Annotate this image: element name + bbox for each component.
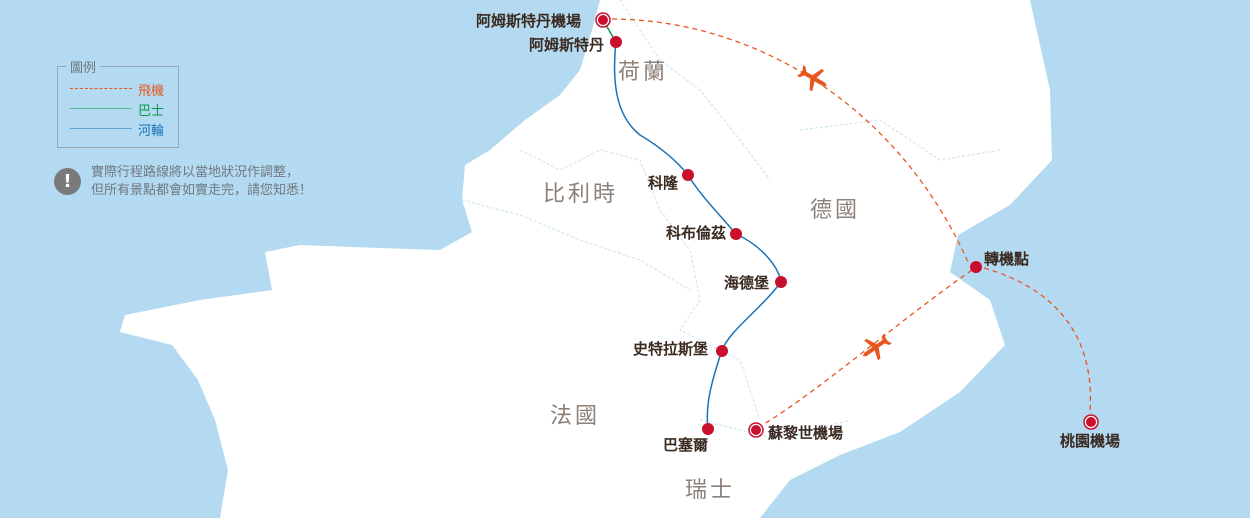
country-switzerland: 瑞士	[685, 478, 736, 503]
legend-label: 河輪	[138, 124, 165, 139]
flight-route-2	[763, 269, 973, 425]
legend-bus: 巴士	[70, 100, 175, 119]
legend-label: 飛機	[138, 84, 165, 99]
label-amsterdam: 阿姆斯特丹	[529, 36, 605, 54]
label-basel: 巴塞爾	[663, 436, 709, 454]
country-germany: 德國	[810, 198, 861, 223]
label-transfer: 轉機點	[984, 250, 1030, 268]
legend-river: 河輪	[70, 120, 175, 139]
exclamation-icon: !	[54, 168, 81, 195]
plane-icon	[862, 333, 892, 361]
country-france: 法國	[550, 404, 601, 429]
flight-line-swatch	[70, 88, 132, 89]
country-netherlands: 荷蘭	[618, 60, 669, 85]
borders	[461, 0, 1001, 441]
note-line-1: 實際行程路線將以當地狀況作調整，	[91, 165, 300, 180]
legend-flight: 飛機	[70, 80, 175, 99]
plane-icon	[797, 65, 827, 92]
legend-label: 巴士	[138, 104, 165, 119]
note-line-2: 但所有景點都會如實走完，請您知悉！	[91, 183, 313, 198]
label-heidelberg: 海德堡	[724, 274, 770, 292]
legend-title: 圖例	[66, 57, 101, 76]
legend: 圖例 飛機 巴士 河輪	[57, 57, 179, 148]
label-zurich-airport: 蘇黎世機場	[768, 424, 844, 442]
river-line-swatch	[70, 128, 132, 129]
city-markers	[595, 12, 1099, 438]
country-belgium: 比利時	[543, 182, 619, 207]
label-koblenz: 科布倫茲	[666, 224, 727, 242]
label-amsterdam-airport: 阿姆斯特丹機場	[476, 12, 582, 30]
label-strasbourg: 史特拉斯堡	[633, 340, 709, 358]
land	[120, 0, 1052, 518]
label-taoyuan-airport: 桃園機場	[1060, 432, 1121, 450]
flight-route-3	[983, 267, 1092, 413]
bus-line-swatch	[70, 108, 132, 109]
note-text: 實際行程路線將以當地狀況作調整， 但所有景點都會如實走完，請您知悉！	[91, 164, 312, 200]
label-cologne: 科隆	[648, 174, 679, 192]
